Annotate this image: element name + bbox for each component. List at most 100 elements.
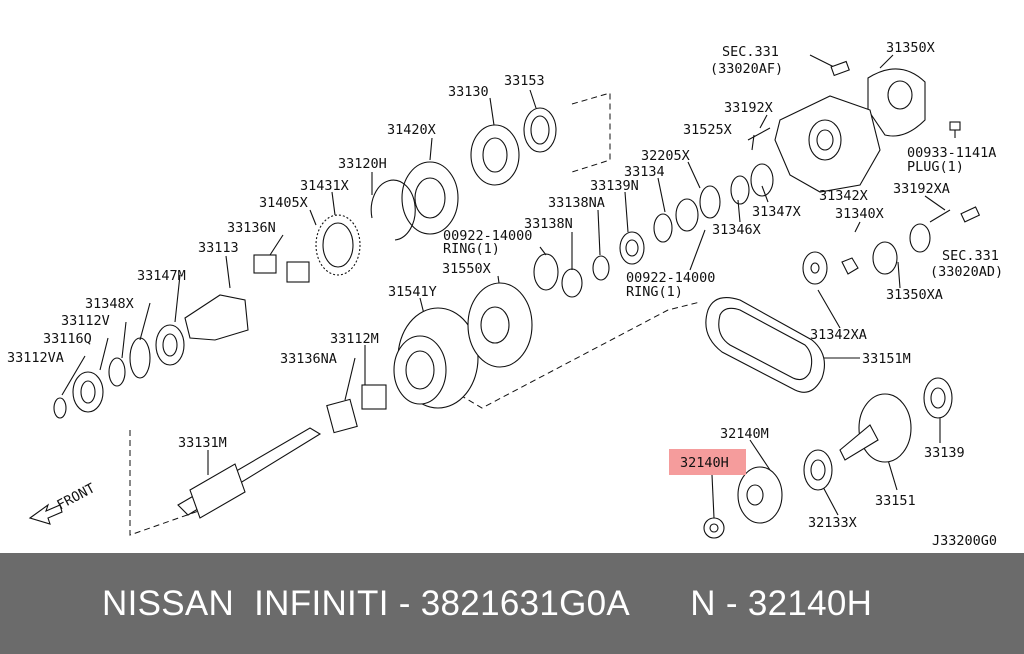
label-31342X: 31342X	[819, 188, 868, 204]
part-33138N-ring	[561, 268, 583, 298]
label-ring-a: RING(1)	[443, 241, 500, 257]
part-00922-ring-a	[533, 253, 559, 291]
label-31340X: 31340X	[835, 206, 884, 222]
part-33112V-ring	[108, 357, 126, 387]
label-32133X: 32133X	[808, 515, 857, 531]
label-31405X: 31405X	[259, 195, 308, 211]
part-sec331-bolt-top	[830, 60, 850, 77]
part-33136N-bearing	[253, 254, 277, 274]
part-32205X-ring	[675, 198, 699, 232]
label-31550X: 31550X	[442, 261, 491, 277]
label-31346X: 31346X	[712, 222, 761, 238]
label-33112VA: 33112VA	[7, 350, 64, 366]
part-31340X-rotor	[841, 241, 898, 275]
label-33136NA: 33136NA	[280, 351, 337, 367]
part-33147M-bearing	[155, 324, 185, 366]
part-33151-sprocket	[839, 393, 912, 463]
label-31431X: 31431X	[300, 178, 349, 194]
label-31525X: 31525X	[683, 122, 732, 138]
part-31348X-ring	[129, 337, 151, 379]
label-33134: 33134	[624, 164, 665, 180]
label-plug: PLUG(1)	[907, 159, 964, 175]
parts-diagram: SEC.331 (33020AF) 31350X 33192X 31525X 0…	[7, 40, 1003, 549]
label-00933: 00933-1141A	[907, 145, 996, 161]
label-33151: 33151	[875, 493, 916, 509]
label-33136N: 33136N	[227, 220, 276, 236]
part-31550X-sprocket	[467, 282, 533, 368]
assembly-outline-mid	[459, 301, 701, 409]
part-labels: SEC.331 (33020AF) 31350X 33192X 31525X 0…	[7, 40, 1003, 549]
footer-separator-1: -	[388, 584, 421, 623]
assembly-outline-upper	[571, 92, 611, 173]
label-33151M: 33151M	[862, 351, 911, 367]
label-31350X: 31350X	[886, 40, 935, 56]
part-33120H-snap-ring	[370, 179, 416, 241]
part-33192XA-pin	[929, 209, 951, 223]
front-arrow	[28, 503, 63, 525]
part-33134-ring	[653, 213, 673, 243]
label-33131M: 33131M	[178, 435, 227, 451]
label-sec331-side: SEC.331	[942, 248, 999, 264]
label-32140M: 32140M	[720, 426, 769, 442]
label-00922-a: 00922-14000	[443, 228, 532, 244]
part-33113-shaft	[184, 294, 249, 341]
callout-number: 32140H	[747, 584, 873, 623]
part-31346X-ring	[730, 175, 750, 205]
label-33147M: 33147M	[137, 268, 186, 284]
part-33139N-bearing	[619, 231, 645, 265]
footer-separator-2: -	[715, 584, 748, 623]
part-33130-sleeve	[470, 124, 520, 186]
label-sec331-top: SEC.331	[722, 44, 779, 60]
part-31350XA-cover	[909, 223, 931, 253]
part-00922-ring-b	[699, 185, 721, 219]
label-32140H: 32140H	[680, 455, 729, 471]
label-sec331-side-ref: (33020AD)	[930, 264, 1003, 280]
part-info-text: NISSAN INFINITI - 3821631G0A N - 32140H	[0, 553, 1024, 654]
label-sec331-top-ref: (33020AF)	[710, 61, 783, 77]
part-31405X-bushing	[286, 261, 310, 283]
label-31350XA: 31350XA	[886, 287, 943, 303]
part-31420X-clutch	[401, 161, 459, 235]
part-33131M-mainshaft	[177, 427, 322, 519]
label-33139N: 33139N	[590, 178, 639, 194]
callout-highlight	[669, 449, 746, 475]
part-sec331-bolt-side	[960, 206, 981, 223]
label-33116Q: 33116Q	[43, 331, 92, 347]
label-front: FRONT	[54, 480, 97, 513]
footer-spacer	[630, 553, 690, 654]
label-diagram-code: J33200G0	[932, 533, 997, 549]
part-33153-seal	[523, 107, 557, 153]
part-31347X-ring	[750, 163, 774, 197]
label-00922-b: 00922-14000	[626, 270, 715, 286]
part-32133X-bearing	[803, 449, 833, 491]
part-33138NA-ring	[592, 255, 610, 281]
part-number: 3821631G0A	[420, 584, 631, 623]
part-31541Y-sprocket	[393, 307, 479, 409]
assembly-outline-lower	[129, 430, 231, 536]
label-33138N: 33138N	[524, 216, 573, 232]
part-33136NA-bearing	[326, 398, 358, 434]
part-33112M-bushing	[361, 384, 387, 410]
part-info-footer: NISSAN INFINITI - 3821631G0A N - 32140H	[0, 553, 1024, 654]
label-31347X: 31347X	[752, 204, 801, 220]
label-33139: 33139	[924, 445, 965, 461]
label-33138NA: 33138NA	[548, 195, 605, 211]
label-31541Y: 31541Y	[388, 284, 437, 300]
label-33192XA: 33192XA	[893, 181, 950, 197]
part-plug	[949, 121, 961, 131]
label-33113: 33113	[198, 240, 239, 256]
label-32205X: 32205X	[641, 148, 690, 164]
part-32140M-gear	[737, 466, 783, 524]
label-33120H: 33120H	[338, 156, 387, 172]
label-33112M: 33112M	[330, 331, 379, 347]
part-33192X-pin	[747, 127, 771, 141]
label-31348X: 31348X	[85, 296, 134, 312]
label-31420X: 31420X	[387, 122, 436, 138]
brand-names: NISSAN INFINITI	[102, 584, 389, 623]
label-33153: 33153	[504, 73, 545, 89]
label-33112V: 33112V	[61, 313, 110, 329]
label-33192X: 33192X	[724, 100, 773, 116]
part-31342X-housing	[774, 95, 881, 193]
part-33139-bearing	[923, 377, 953, 419]
part-33116Q-bearing	[72, 371, 104, 413]
